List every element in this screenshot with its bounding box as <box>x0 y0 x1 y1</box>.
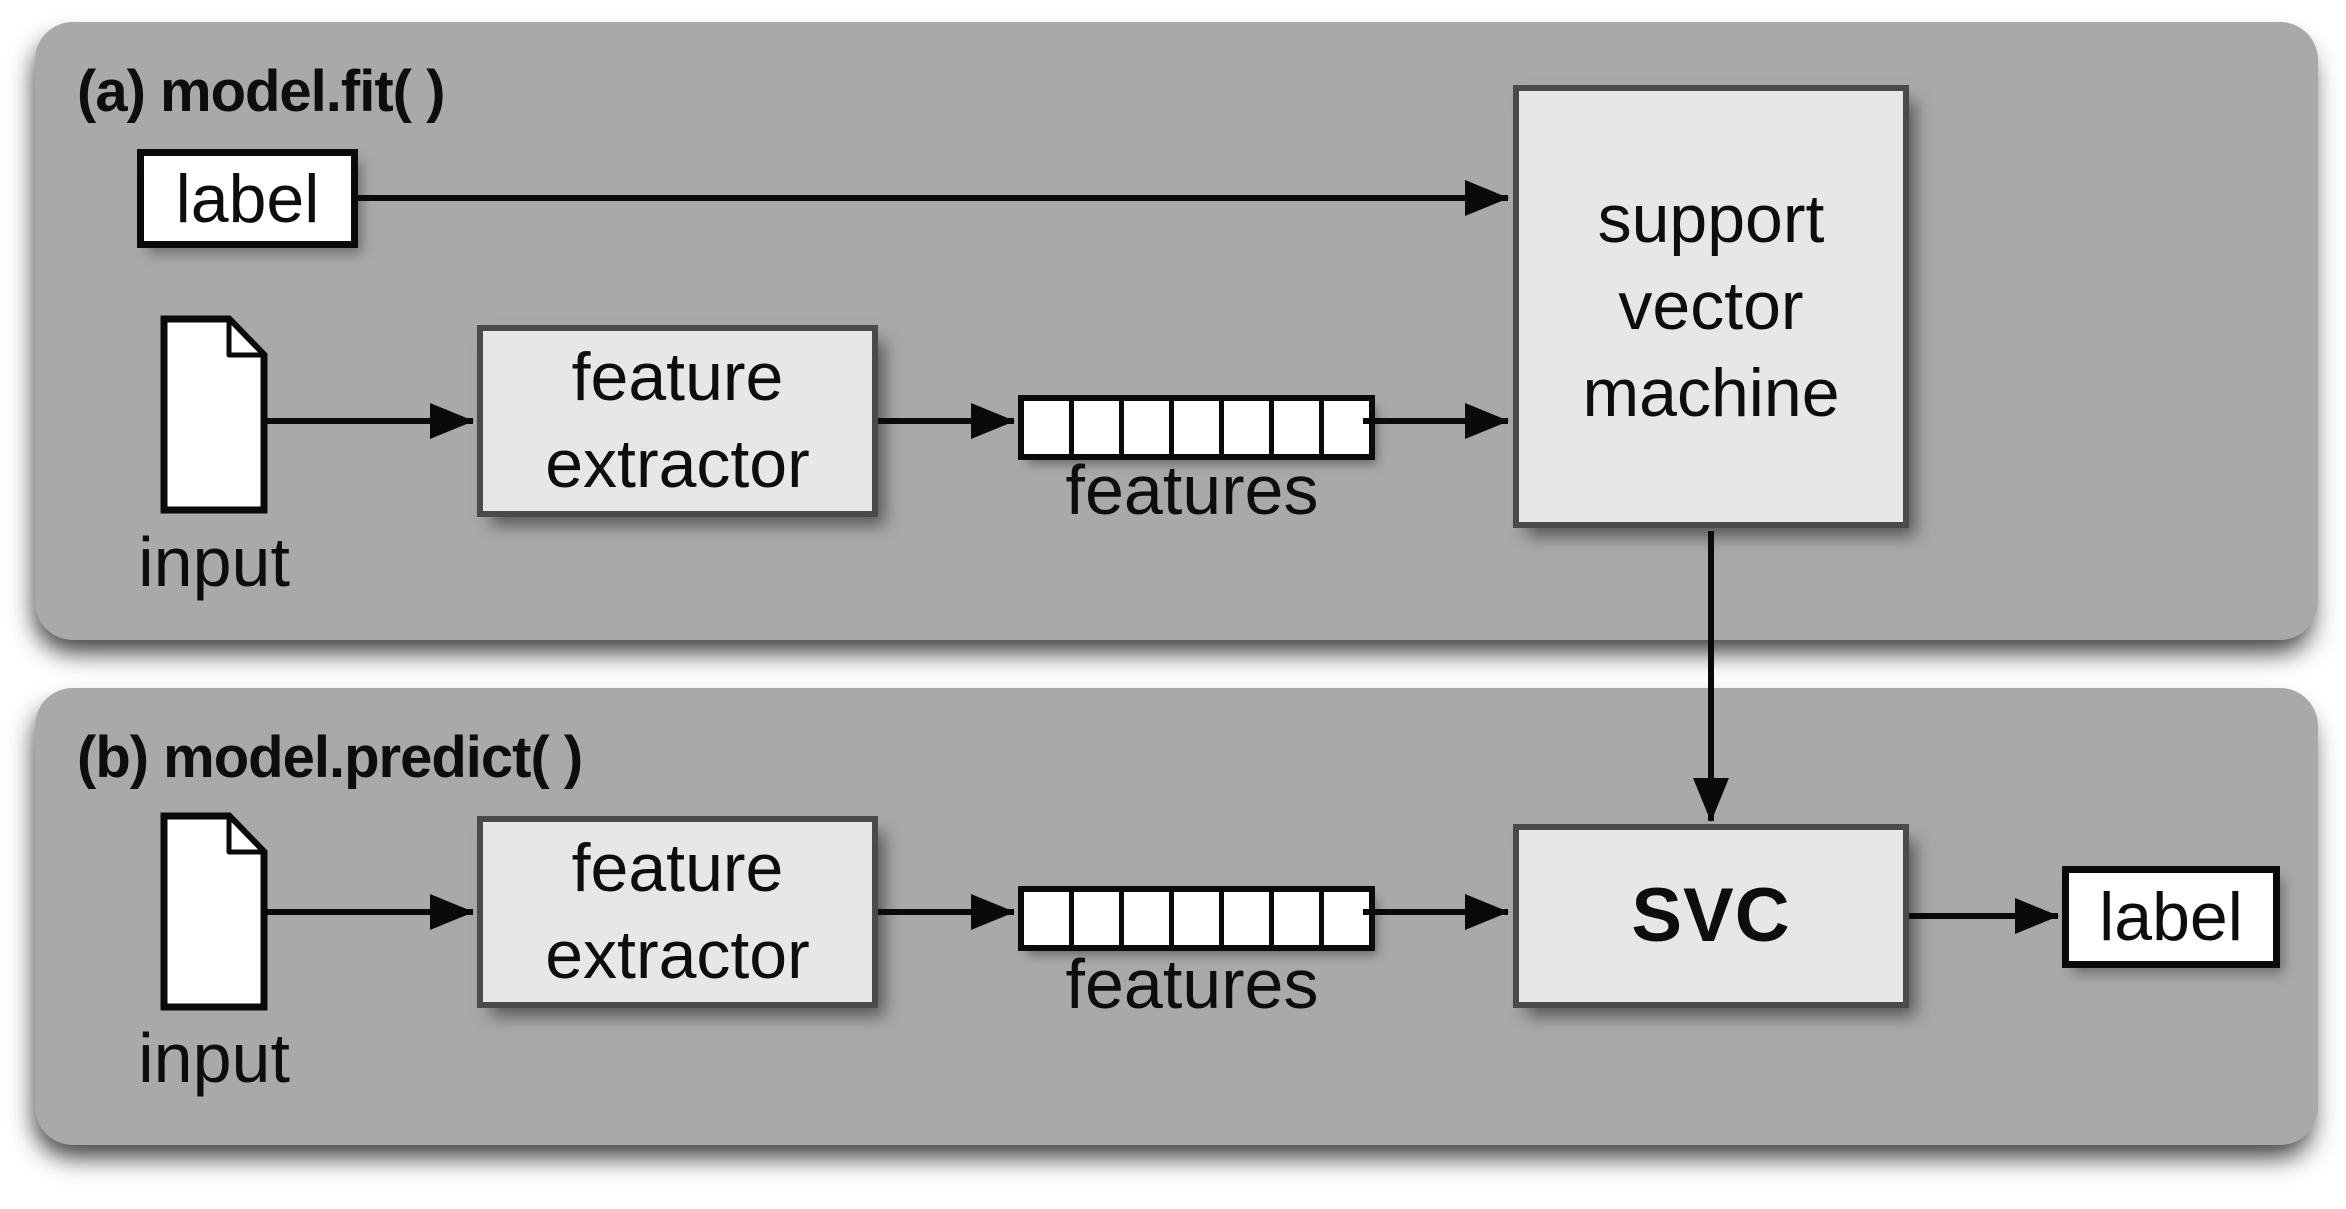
feature-cell <box>1024 892 1074 945</box>
fit-label-box: label <box>137 149 358 248</box>
predict-extractor-line2: extractor <box>545 917 810 993</box>
feature-cell <box>1174 892 1224 945</box>
predict-features-caption: features <box>1065 945 1319 1023</box>
fit-label-text: label <box>175 160 320 237</box>
predict-features-vector <box>1018 886 1375 951</box>
fit-extractor-line1: feature <box>571 338 784 415</box>
feature-cell <box>1324 892 1369 945</box>
feature-cell <box>1224 401 1274 454</box>
feature-cell <box>1174 401 1224 454</box>
feature-cell <box>1274 401 1324 454</box>
fit-features-vector <box>1018 395 1375 460</box>
predict-input-caption: input <box>138 1019 290 1097</box>
panel-fit: (a) model.fit( ) <box>35 22 2318 640</box>
panel-fit-title: (a) model.fit( ) <box>77 59 445 124</box>
predict-extractor-line1: feature <box>571 829 784 906</box>
feature-cell <box>1074 892 1124 945</box>
predict-input-document-icon <box>160 812 268 1011</box>
feature-cell <box>1024 401 1074 454</box>
feature-cell <box>1074 401 1124 454</box>
predict-output-label-text: label <box>2099 879 2243 955</box>
feature-cell <box>1274 892 1324 945</box>
fit-input-document-icon <box>160 315 268 514</box>
svm-line1: support <box>1597 180 1825 257</box>
fit-features-caption: features <box>1065 451 1319 529</box>
fit-extractor-line2: extractor <box>545 426 810 502</box>
svm-line2: vector <box>1618 267 1804 344</box>
feature-cell <box>1124 892 1174 945</box>
fit-svm-box: support vector machine <box>1513 85 1909 528</box>
fit-input-caption: input <box>138 523 290 601</box>
fit-feature-extractor-box: feature extractor <box>477 325 878 517</box>
feature-cell <box>1224 892 1274 945</box>
feature-cell <box>1324 401 1369 454</box>
svc-text: SVC <box>1631 873 1791 959</box>
svm-line3: machine <box>1582 355 1840 432</box>
predict-feature-extractor-box: feature extractor <box>477 816 878 1008</box>
predict-svc-box: SVC <box>1513 824 1909 1008</box>
feature-cell <box>1124 401 1174 454</box>
panel-predict-title: (b) model.predict( ) <box>77 725 583 790</box>
predict-output-label-box: label <box>2062 866 2280 968</box>
